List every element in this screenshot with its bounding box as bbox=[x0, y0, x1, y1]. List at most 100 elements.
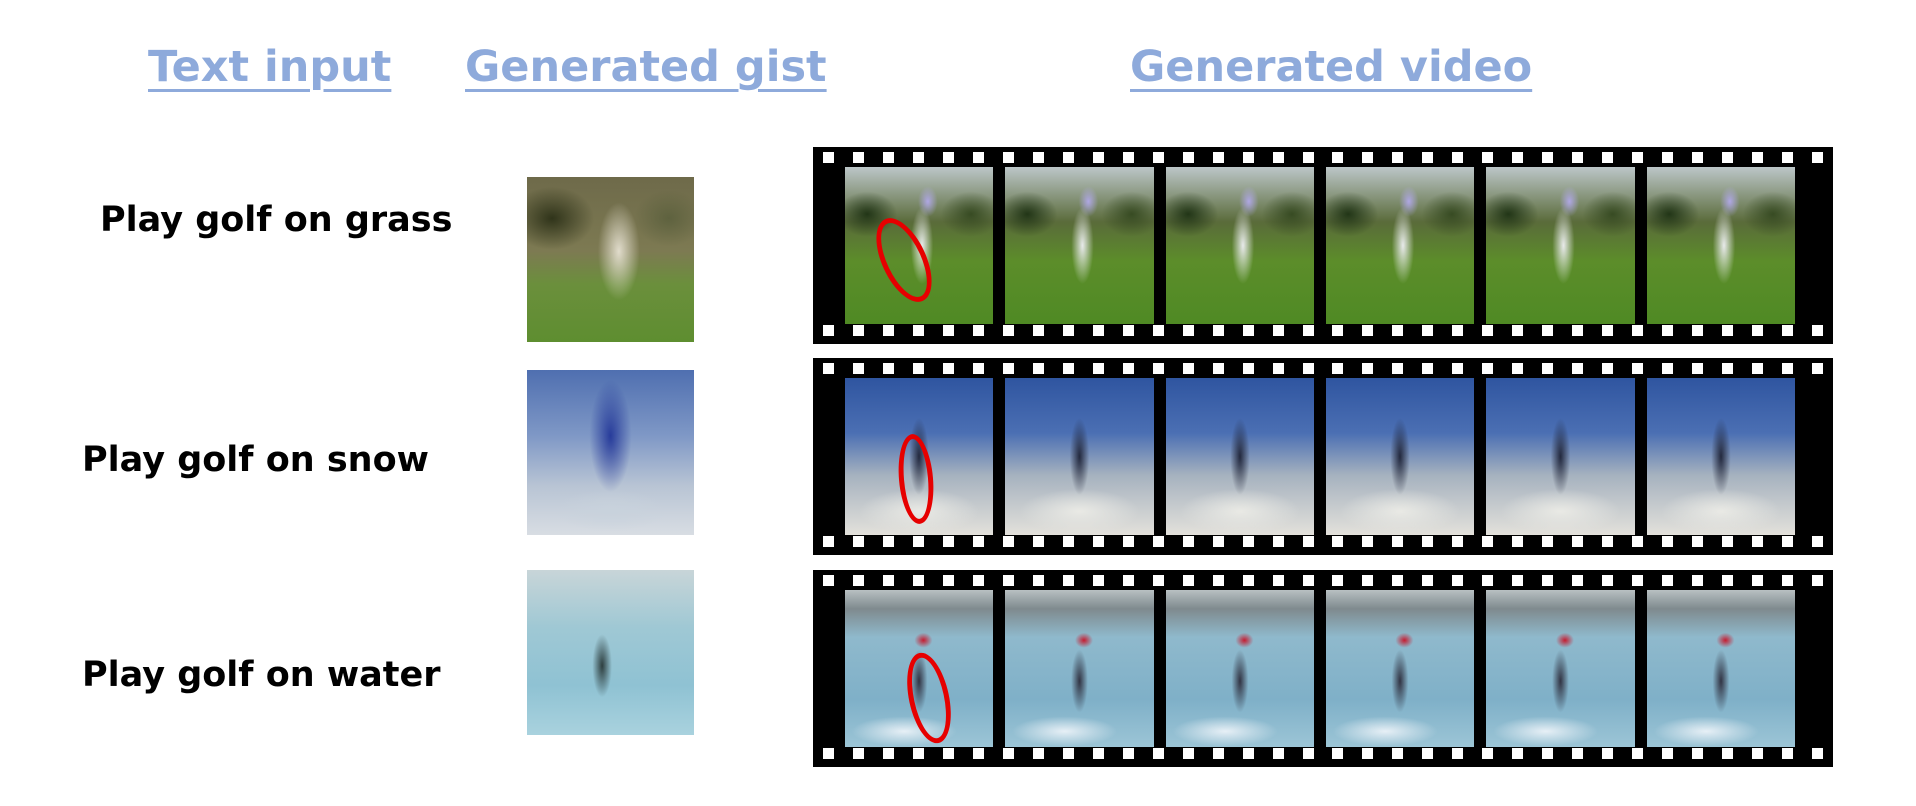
film-hole bbox=[1811, 575, 1823, 586]
film-hole bbox=[1002, 325, 1014, 336]
film-hole bbox=[1512, 152, 1524, 163]
film-hole bbox=[1092, 152, 1104, 163]
film-hole bbox=[1602, 536, 1614, 547]
film-hole bbox=[1452, 152, 1464, 163]
film-hole bbox=[1242, 363, 1254, 374]
text-input-water: Play golf on water bbox=[82, 655, 441, 695]
film-hole bbox=[972, 575, 984, 586]
film-hole bbox=[1572, 363, 1584, 374]
film-hole bbox=[1152, 536, 1164, 547]
film-hole bbox=[823, 748, 834, 759]
film-hole bbox=[1632, 152, 1644, 163]
film-hole bbox=[1302, 536, 1314, 547]
film-hole bbox=[1002, 363, 1014, 374]
film-hole bbox=[1122, 363, 1134, 374]
film-hole bbox=[1212, 536, 1224, 547]
film-hole bbox=[882, 363, 894, 374]
film-hole bbox=[1272, 363, 1284, 374]
film-hole bbox=[1032, 363, 1044, 374]
film-hole bbox=[1542, 575, 1554, 586]
film-hole bbox=[1752, 152, 1764, 163]
film-hole bbox=[1062, 536, 1074, 547]
film-hole bbox=[1152, 748, 1164, 759]
film-hole bbox=[1662, 748, 1674, 759]
film-hole bbox=[1242, 536, 1254, 547]
film-hole bbox=[1811, 152, 1823, 163]
film-hole bbox=[1422, 325, 1434, 336]
film-hole bbox=[1242, 748, 1254, 759]
header-generated-gist: Generated gist bbox=[465, 42, 827, 92]
film-hole bbox=[1122, 575, 1134, 586]
film-hole bbox=[1512, 363, 1524, 374]
film-hole bbox=[1362, 536, 1374, 547]
film-hole bbox=[852, 575, 864, 586]
film-hole bbox=[1272, 325, 1284, 336]
film-hole bbox=[1722, 363, 1734, 374]
film-hole bbox=[1092, 748, 1104, 759]
film-hole bbox=[1782, 748, 1793, 759]
film-hole bbox=[1452, 536, 1464, 547]
film-hole bbox=[1032, 748, 1044, 759]
film-hole bbox=[1752, 536, 1764, 547]
film-hole bbox=[1602, 575, 1614, 586]
film-hole bbox=[1692, 748, 1704, 759]
film-hole bbox=[1332, 748, 1344, 759]
text-input-grass: Play golf on grass bbox=[100, 200, 453, 240]
film-hole bbox=[1332, 325, 1344, 336]
film-hole bbox=[1602, 325, 1614, 336]
video-frame-water-6 bbox=[1646, 590, 1795, 747]
film-hole bbox=[1572, 325, 1584, 336]
film-hole bbox=[1152, 325, 1164, 336]
video-frame-snow-5 bbox=[1486, 378, 1635, 535]
film-hole bbox=[972, 748, 984, 759]
film-hole bbox=[1572, 536, 1584, 547]
film-perforations-top bbox=[813, 363, 1833, 377]
film-hole bbox=[972, 536, 984, 547]
film-hole bbox=[1482, 575, 1494, 586]
film-hole bbox=[1422, 152, 1434, 163]
film-hole bbox=[1662, 325, 1674, 336]
film-hole bbox=[882, 152, 894, 163]
video-frame-grass-2 bbox=[1005, 167, 1154, 324]
film-hole bbox=[1542, 363, 1554, 374]
film-hole bbox=[1032, 325, 1044, 336]
film-hole bbox=[1302, 575, 1314, 586]
video-frame-snow-6 bbox=[1646, 378, 1795, 535]
film-hole bbox=[1062, 152, 1074, 163]
film-hole bbox=[1392, 325, 1404, 336]
film-hole bbox=[1632, 363, 1644, 374]
film-perforations-bottom bbox=[813, 536, 1833, 550]
film-hole bbox=[1302, 363, 1314, 374]
film-hole bbox=[1692, 152, 1704, 163]
film-hole bbox=[1182, 575, 1194, 586]
film-hole bbox=[972, 325, 984, 336]
film-hole bbox=[1362, 363, 1374, 374]
video-frame-water-2 bbox=[1005, 590, 1154, 747]
film-hole bbox=[1242, 152, 1254, 163]
film-hole bbox=[912, 325, 924, 336]
film-perforations-top bbox=[813, 575, 1833, 589]
film-hole bbox=[1182, 363, 1194, 374]
film-hole bbox=[1062, 363, 1074, 374]
film-hole bbox=[1002, 152, 1014, 163]
video-frame-snow-2 bbox=[1005, 378, 1154, 535]
video-frame-grass-3 bbox=[1165, 167, 1314, 324]
film-hole bbox=[1512, 325, 1524, 336]
video-frame-grass-1 bbox=[845, 167, 994, 324]
video-frame-grass-5 bbox=[1486, 167, 1635, 324]
video-frame-snow-3 bbox=[1165, 378, 1314, 535]
film-hole bbox=[942, 152, 954, 163]
film-hole bbox=[1752, 325, 1764, 336]
video-frames bbox=[845, 590, 1795, 747]
film-hole bbox=[1752, 363, 1764, 374]
film-hole bbox=[1332, 363, 1344, 374]
film-hole bbox=[1182, 152, 1194, 163]
film-hole bbox=[1392, 575, 1404, 586]
film-hole bbox=[1662, 536, 1674, 547]
film-hole bbox=[1692, 325, 1704, 336]
film-hole bbox=[1122, 536, 1134, 547]
film-hole bbox=[1482, 748, 1494, 759]
film-hole bbox=[1602, 363, 1614, 374]
film-hole bbox=[1662, 363, 1674, 374]
film-hole bbox=[1122, 748, 1134, 759]
